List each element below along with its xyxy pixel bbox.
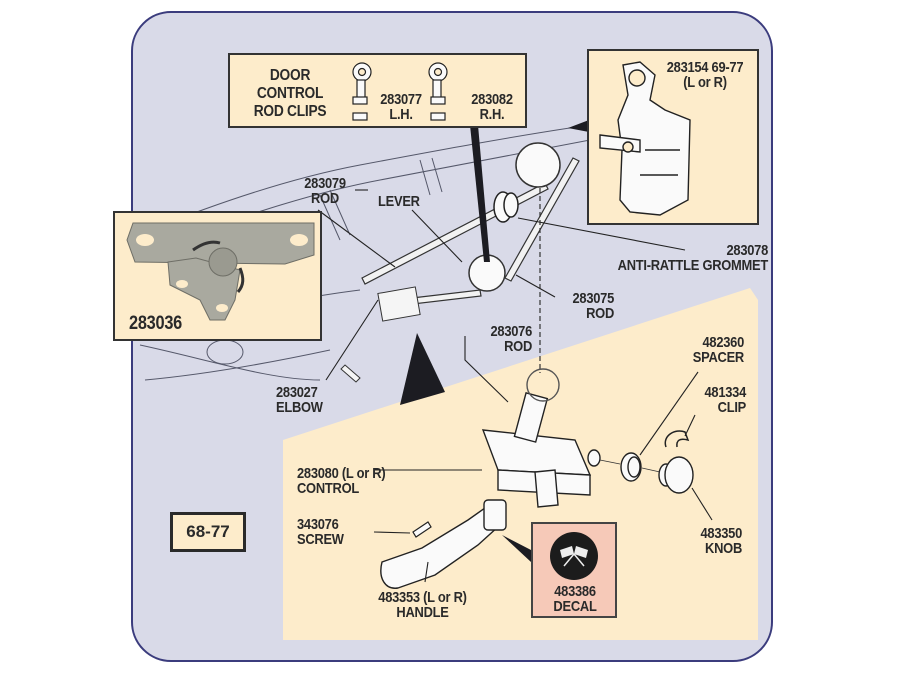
screw-part-number: 343076 [297,516,339,533]
pointer-bar-rodclips [470,125,490,262]
rod-283079-label: 283079 ROD [295,176,355,206]
clip-name: CLIP [717,399,747,416]
rod-clips-title-line-2: CONTROL [256,85,324,102]
control-label: 283080 (L or R) CONTROL [297,465,386,497]
year-range-badge: 68-77 [170,512,246,552]
control-name: CONTROL [297,480,359,497]
knob-shape [658,456,694,494]
rod-283075-shape [504,157,580,282]
rod-clip-lh-part-number: 283077 [380,91,422,108]
rod-clips-title: DOOR CONTROL ROD CLIPS [247,67,333,121]
grommet-label: 283078 ANTI-RATTLE GROMMET [589,242,769,274]
rod-clip-rh-label: 283082 R.H. [467,92,517,122]
pointer-wedge-main [400,333,445,405]
grommet-name: ANTI-RATTLE GROMMET [617,257,769,274]
rod-283079-part-number: 283079 [304,175,346,192]
handle-shape [380,499,507,589]
clip-part-number: 481334 [704,384,746,401]
rod-clip-lh-icon [352,62,372,121]
crossed-flags-decal-icon [550,532,598,580]
spacer-shape [620,452,642,482]
rod-283075-part-number: 283075 [572,290,614,307]
decal-name: DECAL [553,598,597,615]
knob-part-number: 483350 [700,525,742,542]
handle-name: HANDLE [396,604,449,621]
rod-clips-title-line-3: ROD CLIPS [253,103,327,120]
rod-clip-lh-side: L.H. [389,106,413,123]
handle-part-number: 483353 (L or R) [378,589,467,606]
rod-clip-rh-part-number: 283082 [471,91,513,108]
control-part-number: 283080 (L or R) [297,465,386,482]
rod-283076-name: ROD [504,338,532,355]
decal-callout-box: 483386 DECAL [531,522,617,618]
decal-part-number: 483386 [554,583,596,600]
rod-283076-part-number: 283076 [490,323,532,340]
screw-label: 343076 SCREW [297,517,344,547]
lever-label: LEVER [378,193,420,210]
spacer-label: 482360 SPACER [680,334,745,366]
rod-clip-lh-label: 283077 L.H. [376,92,426,122]
rod-clip-rh-side: R.H. [479,106,505,123]
rod-283075-name: ROD [586,305,614,322]
latch-part-number: 283154 69-77 [666,59,744,76]
knob-label: 483350 KNOB [678,526,742,556]
spacer-part-number: 482360 [702,334,744,351]
rod-clips-callout-box [228,53,527,128]
spacer-name: SPACER [692,349,745,366]
leader-lines [317,189,713,583]
clip-shape [664,430,690,448]
rod-clips-title-line-1: DOOR [269,67,311,84]
screw-name: SCREW [297,531,344,548]
rod-283076-label: 283076 ROD [470,324,532,354]
anti-rattle-grommet-shape [493,191,519,223]
latch-side: (L or R) [683,74,727,91]
elbow-part-number: 283027 [276,384,318,401]
control-mechanism-shape [481,368,601,508]
decal-label: 483386 DECAL [542,584,607,614]
plate-part-number: 283036 [129,313,182,334]
rod-clip-rh-icon [428,62,448,121]
rod-283075-label: 283075 ROD [550,291,614,321]
mounting-plate-icon [126,222,315,321]
knob-name: KNOB [705,540,742,557]
grommet-part-number: 283078 [726,242,768,259]
handle-label: 483353 (L or R) HANDLE [369,590,477,620]
door-panel-outline [139,124,591,381]
elbow-assembly-shape [340,286,421,383]
elbow-name: ELBOW [276,399,323,416]
pointer-latch [568,120,589,132]
pointer-decal [502,535,531,562]
clip-detail-circle [515,142,561,188]
latch-label: 283154 69-77 (L or R) [662,60,748,90]
screw-shape [412,521,432,538]
elbow-label: 283027 ELBOW [276,385,323,415]
rod-283079-name: ROD [311,190,339,207]
clip-label: 481334 CLIP [681,385,746,415]
door-latch-icon [599,61,691,216]
